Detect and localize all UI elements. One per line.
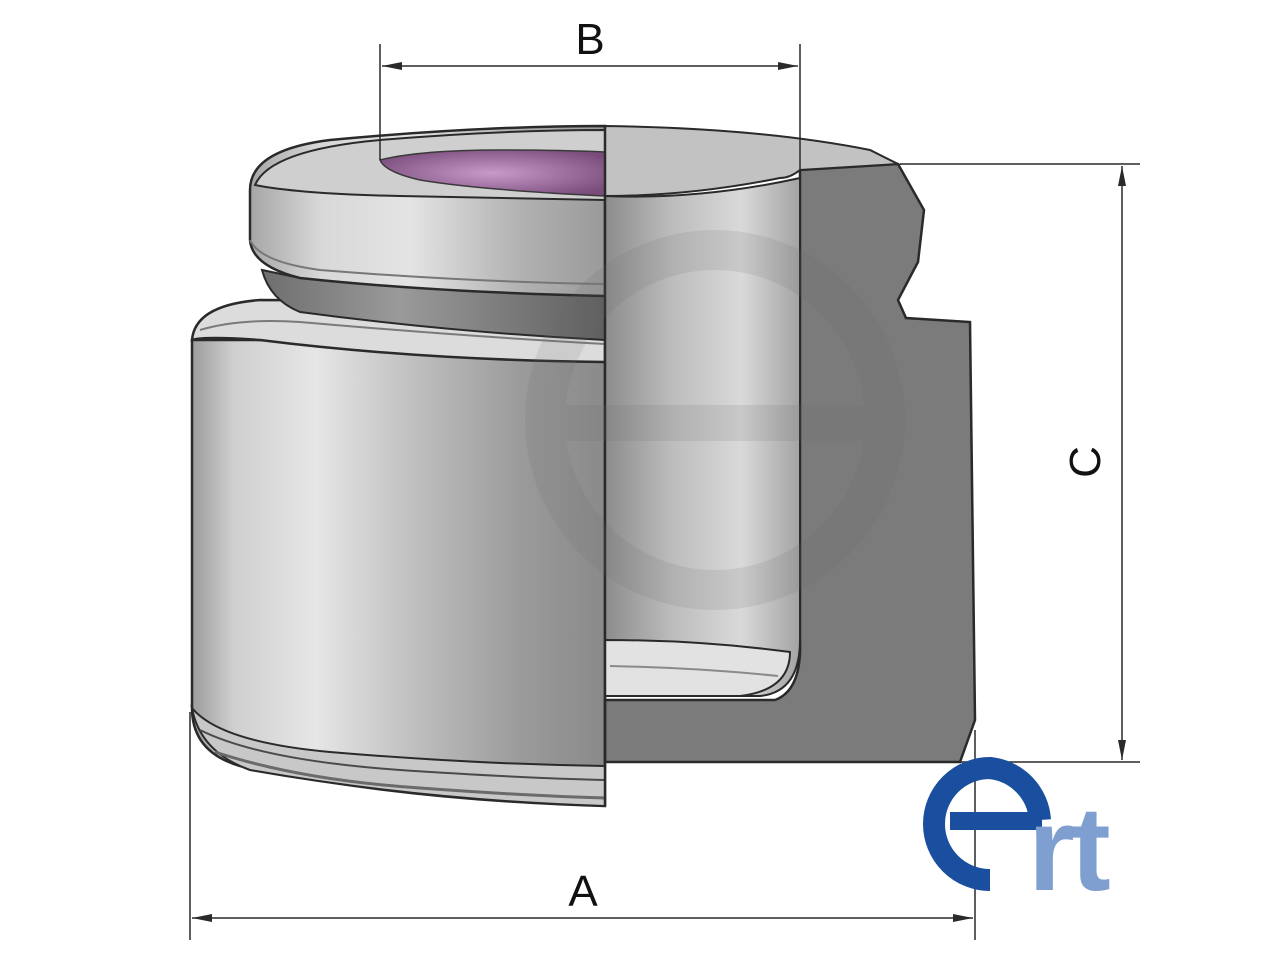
ert-logo: rt bbox=[923, 756, 1114, 916]
dimension-c-label: C bbox=[1061, 446, 1110, 478]
dimension-a: A bbox=[189, 712, 976, 940]
dimension-b-label: B bbox=[575, 15, 604, 64]
dimension-c: C bbox=[900, 163, 1140, 763]
logo-e-mark bbox=[923, 756, 1051, 891]
watermark-logo bbox=[525, 230, 905, 610]
dimension-a-label: A bbox=[568, 867, 598, 916]
dimension-b: B bbox=[379, 15, 801, 190]
logo-rt-text: rt bbox=[1028, 782, 1110, 916]
piston-top-ring bbox=[248, 124, 607, 298]
piston-section-view bbox=[603, 124, 977, 806]
